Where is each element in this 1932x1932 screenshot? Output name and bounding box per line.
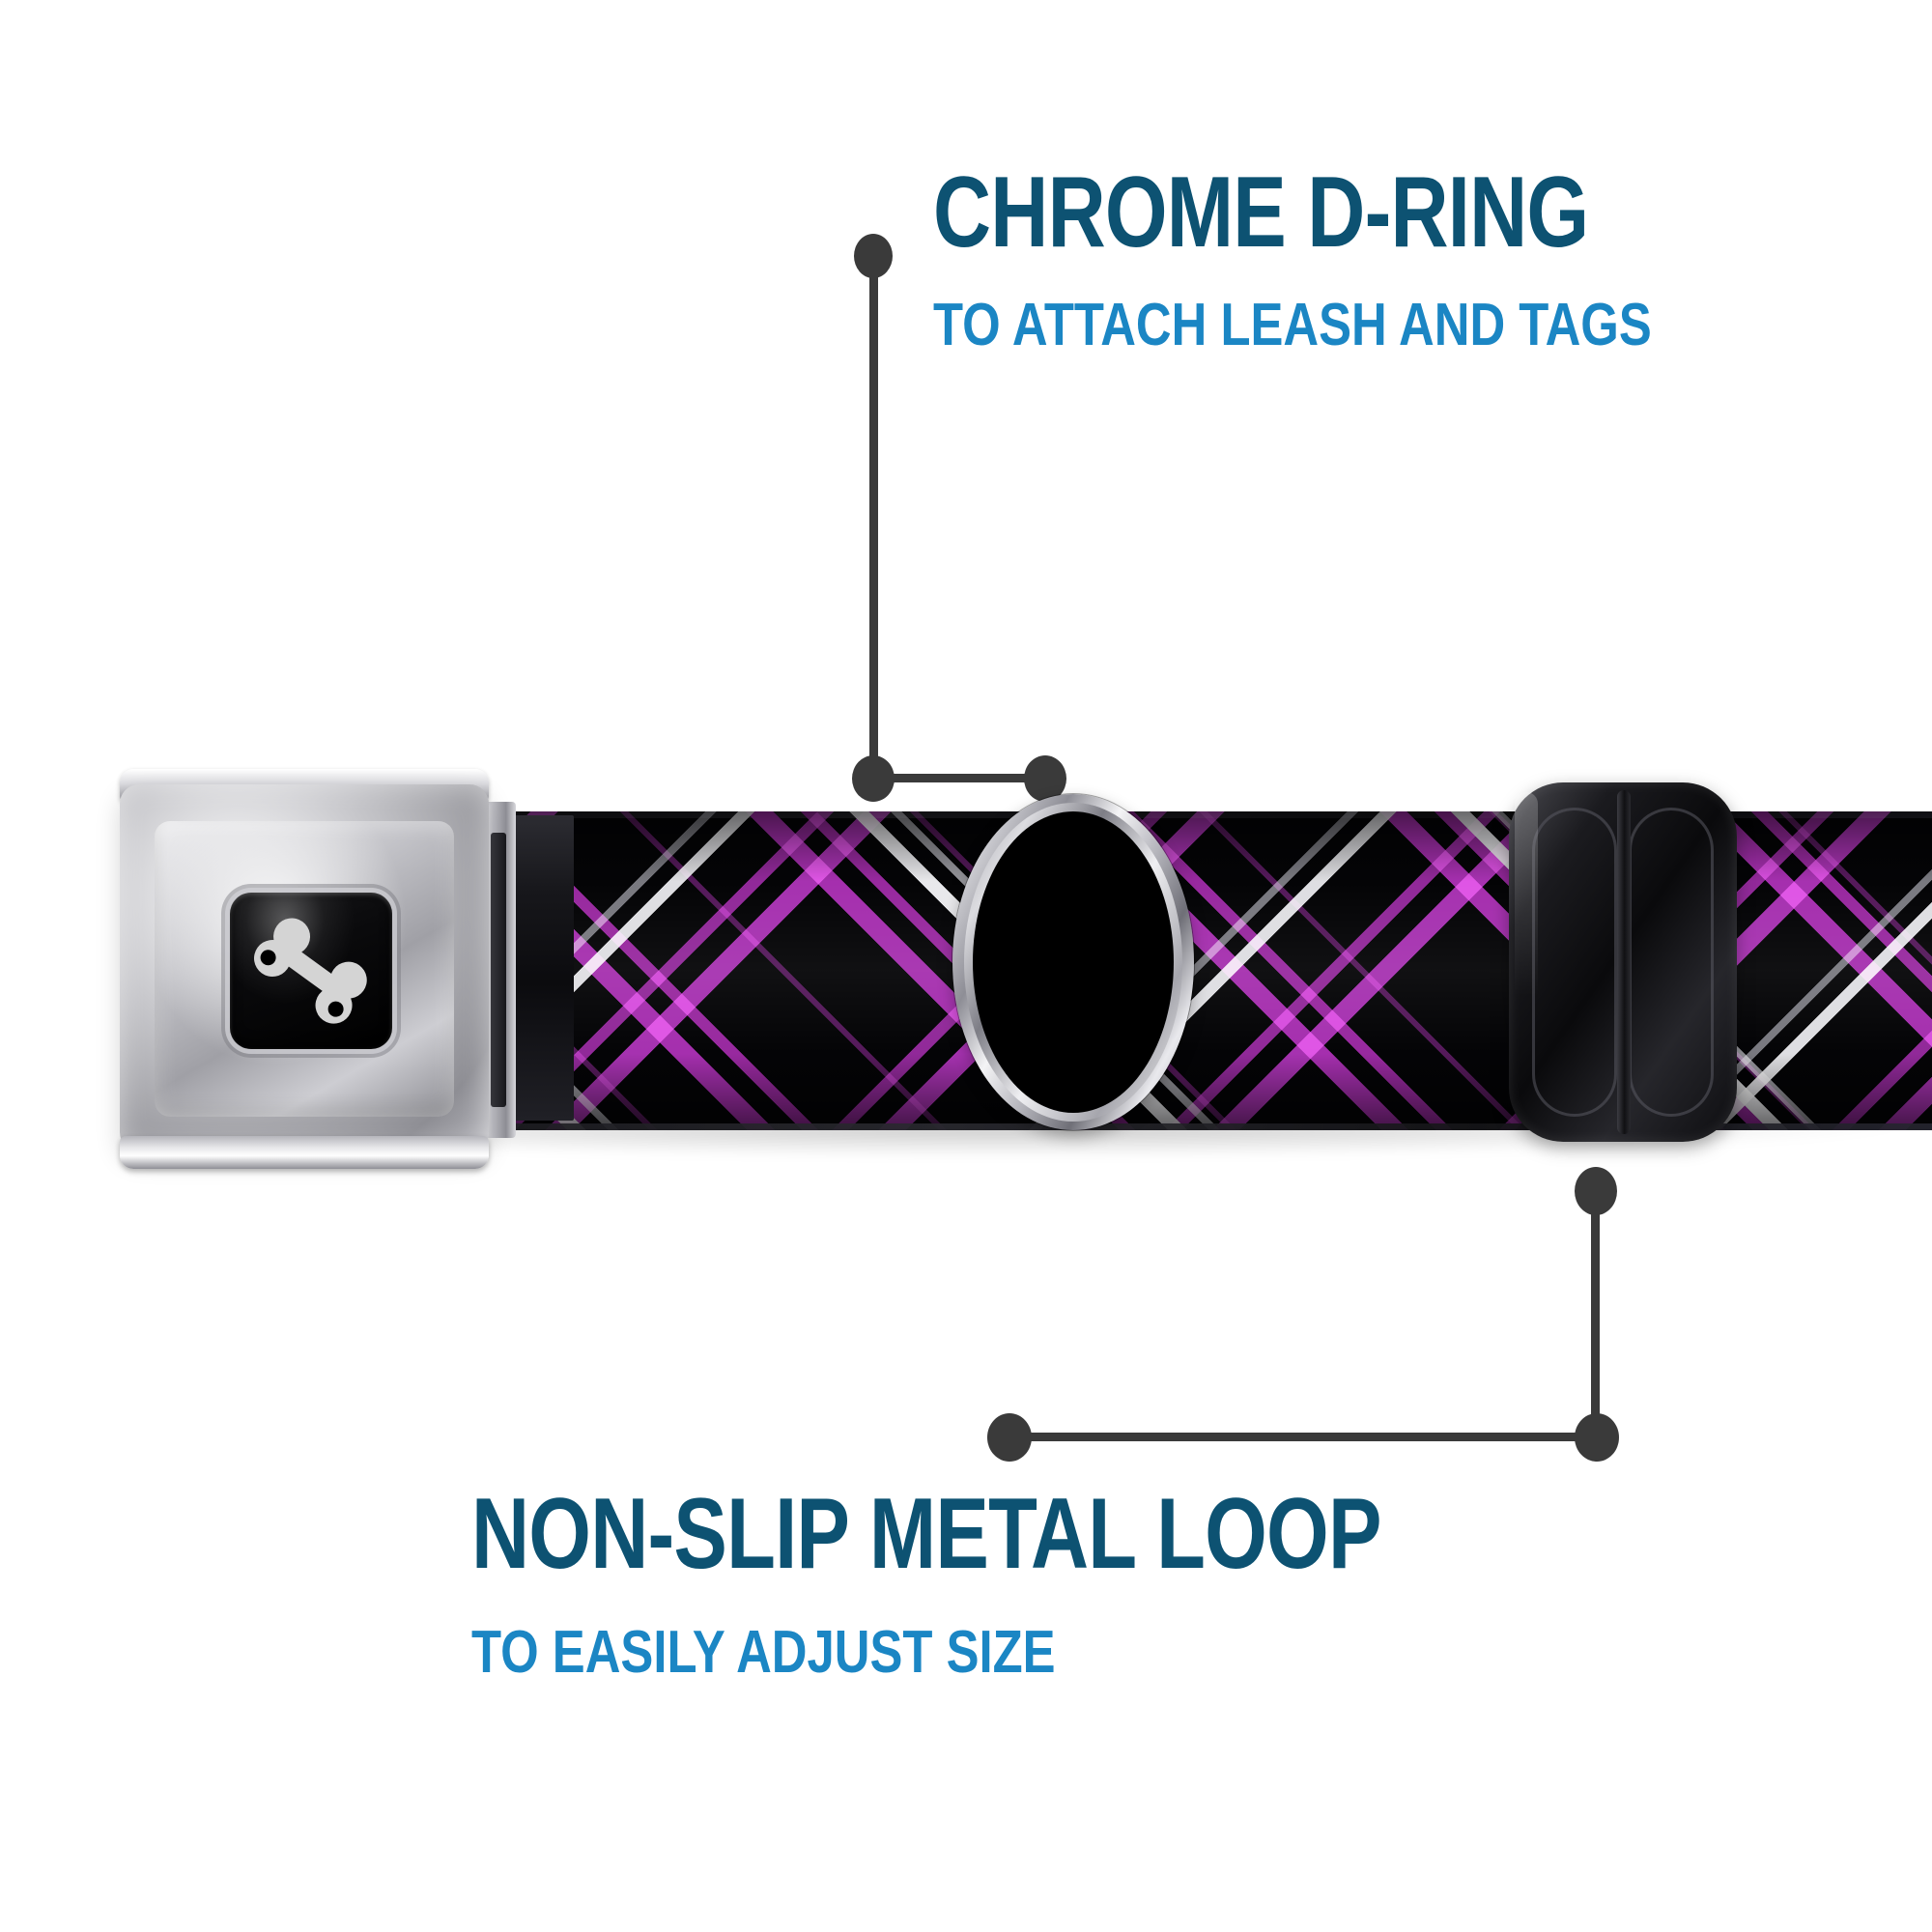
metal-loop-slot-right (1629, 808, 1714, 1117)
metal-loop-slot-right-plaid (1629, 808, 1714, 1117)
metal-loop-center-bar (1617, 790, 1631, 1134)
d-ring-inner (964, 803, 1182, 1122)
metal-loop-slot-left (1532, 808, 1617, 1117)
leader-dot-icon-top-target (1024, 755, 1066, 802)
buckle-release-button[interactable] (230, 893, 392, 1049)
seatbelt-buckle[interactable] (97, 761, 574, 1179)
leader-line-bottom-vertical (1591, 1190, 1600, 1441)
leader-line-bottom-horizontal (1010, 1433, 1598, 1441)
leader-line-top-vertical (869, 259, 878, 781)
leader-line-top-horizontal (871, 774, 1045, 782)
dog-bone-icon (245, 906, 377, 1036)
buckle-strap-tail (506, 815, 574, 1121)
chrome-d-ring[interactable] (952, 794, 1194, 1130)
dog-collar-product (0, 734, 1932, 1179)
metal-loop-slot-left-plaid (1532, 808, 1617, 1117)
leader-dot-icon-bottom-corner (1575, 1413, 1619, 1462)
callout-title-non-slip-metal-loop: NON-SLIP METAL LOOP (471, 1478, 1381, 1590)
non-slip-metal-loop[interactable] (1509, 782, 1737, 1142)
callout-chrome-d-ring: CHROME D-RING TO ATTACH LEASH AND TAGS (933, 162, 1809, 355)
callout-non-slip-metal-loop: NON-SLIP METAL LOOP TO EASILY ADJUST SIZ… (471, 1484, 1608, 1683)
callout-title-chrome-d-ring: CHROME D-RING (933, 156, 1589, 269)
leader-dot-icon-bottom-target (987, 1413, 1032, 1462)
callout-subtitle-chrome-d-ring: TO ATTACH LEASH AND TAGS (933, 292, 1652, 358)
buckle-bottom-lip (120, 1136, 489, 1169)
callout-subtitle-non-slip-metal-loop: TO EASILY ADJUST SIZE (471, 1619, 1056, 1686)
buckle-tab-slot (491, 833, 506, 1107)
